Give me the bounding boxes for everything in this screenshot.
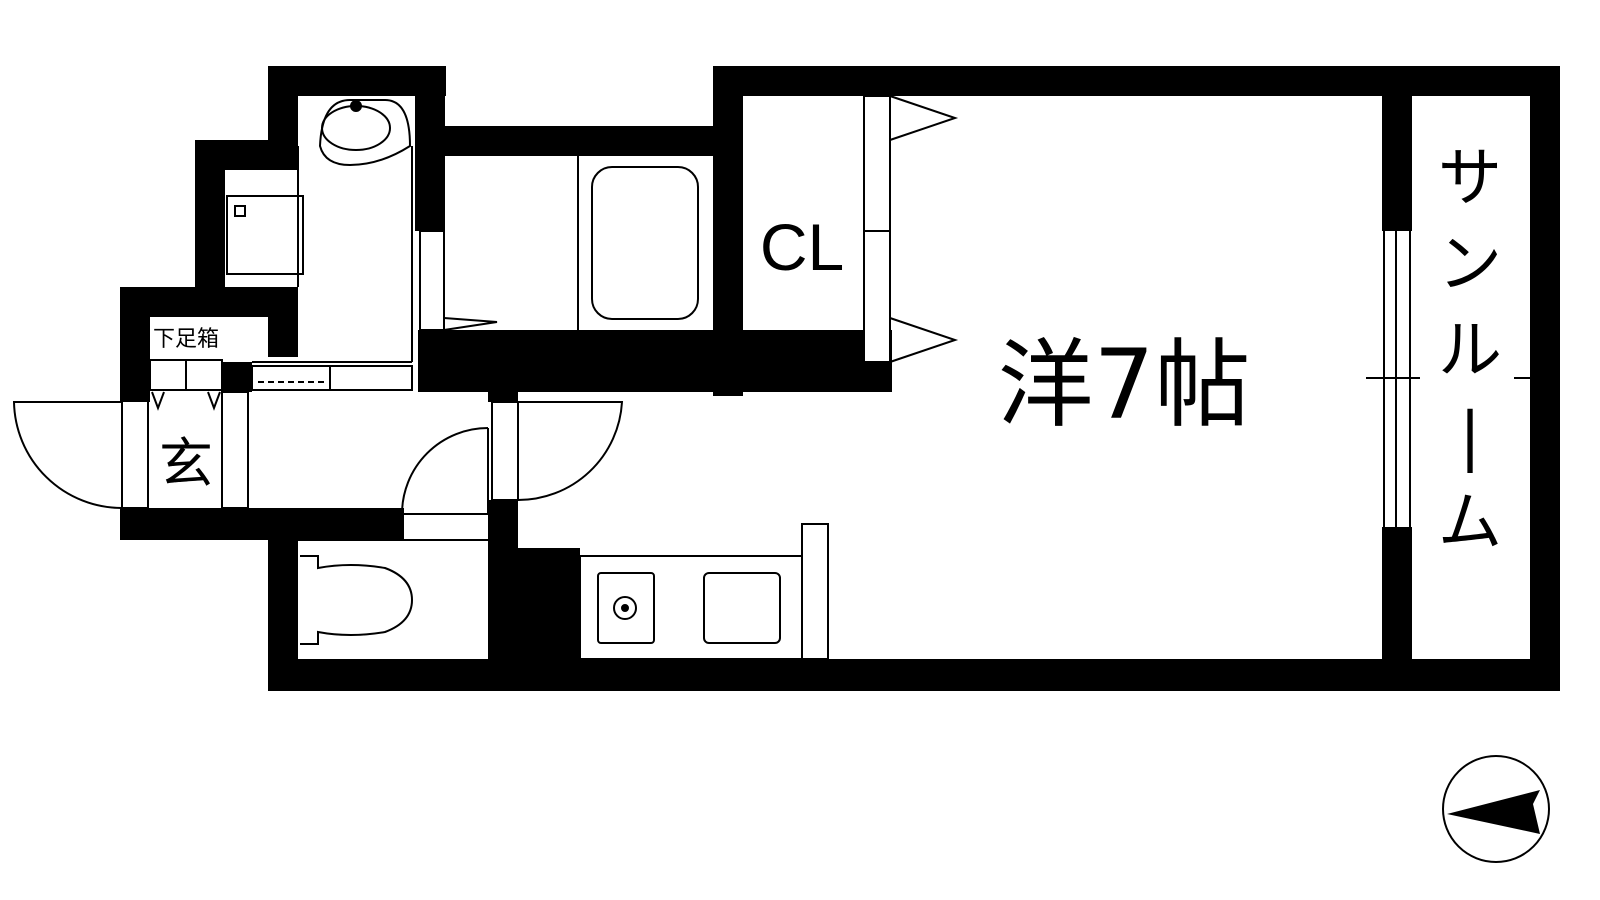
- bathroom-door-swing: [443, 317, 498, 331]
- toilet-door-swing: [400, 427, 489, 515]
- sunroom-label-char: サ: [1438, 142, 1502, 216]
- kitchen-sink: [703, 572, 781, 644]
- shoe-cabinet-label: 下足箱: [153, 327, 219, 352]
- wall-segment: [268, 66, 298, 146]
- wall-segment: [1382, 96, 1412, 231]
- walls: [120, 66, 1560, 691]
- bathtub: [591, 166, 699, 320]
- room-door-swing: [517, 401, 624, 502]
- wash-room: [226, 99, 413, 391]
- closet-door-swing: [889, 95, 959, 141]
- bathroom: [419, 156, 699, 331]
- room-door-frame: [491, 401, 519, 501]
- kitchen: [579, 523, 829, 660]
- shoe-cabinet-door: [207, 391, 221, 411]
- closet-door-panel: [863, 95, 891, 363]
- entrance-step: [121, 391, 149, 509]
- sunroom-label-text: サンル | ム: [1438, 142, 1502, 560]
- stove-burner: [613, 596, 637, 620]
- wall-segment: [120, 508, 404, 540]
- fridge-space: [801, 523, 829, 660]
- sunroom-label-char: |: [1459, 400, 1481, 474]
- washing-machine: [226, 195, 304, 275]
- compass-arrow: [1447, 790, 1540, 834]
- sink-tap: [350, 100, 362, 112]
- entrance-label: 玄: [159, 432, 213, 495]
- sunroom-label: サンル | ム: [1438, 142, 1502, 560]
- toilet-room: [298, 539, 488, 645]
- washing-machine-drain: [234, 205, 246, 217]
- north-arrow-icon: [1442, 755, 1550, 863]
- wash-room-door: [251, 365, 413, 391]
- corridor-doors: [400, 401, 624, 515]
- closet-doors: [863, 95, 959, 363]
- shoe-cabinet-door: [151, 391, 165, 411]
- entrance-frame: [221, 391, 249, 509]
- wall-segment: [488, 392, 518, 402]
- stove-burner-center: [621, 604, 629, 612]
- sunroom-label-char: ン: [1438, 228, 1502, 302]
- wall-segment: [120, 287, 150, 402]
- entrance: [12, 359, 249, 509]
- wall-segment: [268, 659, 1560, 691]
- wall-segment: [268, 287, 298, 357]
- closet-door-swing: [889, 317, 959, 363]
- front-door-swing: [12, 401, 123, 509]
- bathroom-door: [419, 230, 445, 331]
- wall-segment: [222, 362, 252, 392]
- sunroom-windows: [1366, 231, 1560, 527]
- sink-basin: [321, 105, 391, 151]
- wall-segment: [415, 66, 445, 231]
- wall-segment: [713, 66, 1560, 96]
- stove: [597, 572, 655, 644]
- toilet-bowl: [300, 555, 414, 645]
- wall-segment: [195, 140, 225, 290]
- wall-segment: [268, 530, 298, 690]
- sink: [318, 99, 412, 167]
- wall-segment: [418, 126, 743, 156]
- wall-segment: [488, 548, 580, 691]
- sunroom-label-char: ム: [1438, 486, 1502, 560]
- closet-label: CL: [760, 210, 844, 284]
- sunroom-label-char: ル: [1438, 314, 1502, 388]
- wall-segment: [418, 330, 892, 392]
- wall-segment: [1382, 527, 1412, 659]
- western-room-label: 洋7帖: [997, 329, 1250, 441]
